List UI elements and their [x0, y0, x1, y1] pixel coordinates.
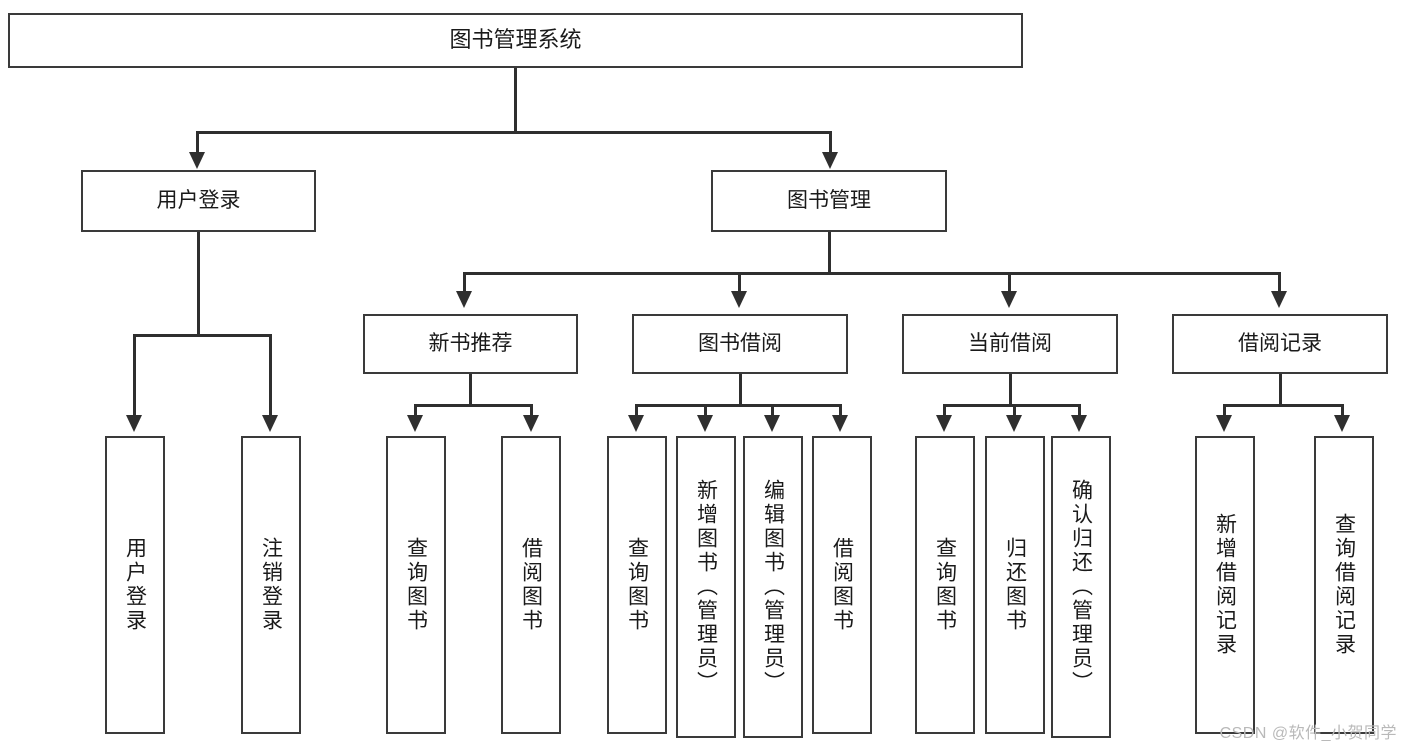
connector-borrow-record-child-1	[1223, 404, 1226, 418]
arrow-book-borrow-child-3	[764, 415, 780, 432]
connector-user-login-child-1	[133, 334, 136, 418]
leaf-book-borrow-3[interactable]: 编辑图书（管理员）	[743, 436, 803, 738]
node-new-book-recommend[interactable]: 新书推荐	[363, 314, 578, 374]
connector-new-book-split-bar	[414, 404, 532, 407]
node-label: 新书推荐	[428, 331, 513, 355]
connector-root-to-user-login	[196, 131, 199, 155]
connector-user-login-stem	[197, 232, 200, 337]
connector-new-book-stem	[469, 374, 472, 407]
connector-current-borrow-split-bar	[943, 404, 1081, 407]
leaf-user-login-2[interactable]: 注销登录	[241, 436, 301, 734]
arrow-current-borrow-child-2	[1006, 415, 1022, 432]
node-label: 编辑图书（管理员）	[761, 479, 785, 695]
leaf-user-login-1[interactable]: 用户登录	[105, 436, 165, 734]
node-label: 借阅记录	[1238, 331, 1322, 355]
leaf-current-borrow-1[interactable]: 查询图书	[915, 436, 975, 734]
arrow-borrow-record-child-2	[1334, 415, 1350, 432]
arrow-root-to-user-login	[189, 152, 205, 169]
node-label: 查询图书	[933, 537, 957, 633]
connector-borrow-record-child-2	[1341, 404, 1344, 418]
leaf-book-borrow-4[interactable]: 借阅图书	[812, 436, 872, 734]
arrow-current-borrow-child-1	[936, 415, 952, 432]
connector-new-book-child-2	[530, 404, 533, 418]
leaf-book-borrow-2[interactable]: 新增图书（管理员）	[676, 436, 736, 738]
connector-root-stem	[514, 68, 517, 133]
connector-user-login-split-bar	[133, 334, 271, 337]
connector-current-borrow-child-1	[943, 404, 946, 418]
connector-bm-to-new-book	[463, 272, 466, 294]
connector-book-borrow-child-1	[635, 404, 638, 418]
connector-bm-to-current-borrow	[1008, 272, 1011, 294]
node-label: 查询借阅记录	[1332, 513, 1356, 657]
connector-borrow-record-stem	[1279, 374, 1282, 407]
connector-book-borrow-child-3	[771, 404, 774, 418]
node-label: 注销登录	[259, 537, 283, 633]
arrow-bm-to-borrow-record	[1271, 291, 1287, 308]
leaf-current-borrow-3[interactable]: 确认归还（管理员）	[1051, 436, 1111, 738]
node-label: 图书借阅	[698, 331, 782, 355]
connector-book-borrow-child-4	[839, 404, 842, 418]
arrow-bm-to-current-borrow	[1001, 291, 1017, 308]
node-label: 查询图书	[404, 537, 428, 633]
arrow-book-borrow-child-4	[832, 415, 848, 432]
node-label: 图书管理	[787, 188, 871, 212]
node-book-management[interactable]: 图书管理	[711, 170, 947, 232]
csdn-watermark: CSDN @软件_小贺同学	[1219, 725, 1397, 742]
node-label: 当前借阅	[968, 331, 1052, 355]
node-label: 新增图书（管理员）	[694, 479, 718, 695]
arrow-bm-to-new-book	[456, 291, 472, 308]
arrow-user-login-child-1	[126, 415, 142, 432]
node-borrow-record[interactable]: 借阅记录	[1172, 314, 1388, 374]
node-label: 借阅图书	[519, 537, 543, 633]
arrow-user-login-child-2	[262, 415, 278, 432]
node-label: 用户登录	[123, 537, 147, 633]
node-label: 查询图书	[625, 537, 649, 633]
leaf-current-borrow-2[interactable]: 归还图书	[985, 436, 1045, 734]
node-label: 确认归还（管理员）	[1069, 479, 1093, 695]
leaf-book-borrow-1[interactable]: 查询图书	[607, 436, 667, 734]
node-label: 新增借阅记录	[1213, 513, 1237, 657]
connector-user-login-child-2	[269, 334, 272, 418]
arrow-book-borrow-child-1	[628, 415, 644, 432]
node-current-borrow[interactable]: 当前借阅	[902, 314, 1118, 374]
connector-book-management-stem	[828, 232, 831, 275]
connector-current-borrow-child-3	[1078, 404, 1081, 418]
arrow-new-book-child-1	[407, 415, 423, 432]
connector-root-split-bar	[196, 131, 832, 134]
connector-bm-to-borrow-record	[1278, 272, 1281, 294]
node-label: 归还图书	[1003, 537, 1027, 633]
arrow-new-book-child-2	[523, 415, 539, 432]
connector-current-borrow-child-2	[1013, 404, 1016, 418]
node-root-book-management-system[interactable]: 图书管理系统	[8, 13, 1023, 68]
leaf-new-book-recommend-2[interactable]: 借阅图书	[501, 436, 561, 734]
connector-root-to-book-management	[829, 131, 832, 155]
connector-book-borrow-stem	[739, 374, 742, 407]
arrow-borrow-record-child-1	[1216, 415, 1232, 432]
connector-borrow-record-split-bar	[1223, 404, 1343, 407]
leaf-borrow-record-1[interactable]: 新增借阅记录	[1195, 436, 1255, 734]
node-label: 图书管理系统	[449, 27, 582, 53]
arrow-root-to-book-management	[822, 152, 838, 169]
node-label: 用户登录	[156, 188, 241, 212]
connector-book-borrow-split-bar	[635, 404, 841, 407]
connector-current-borrow-stem	[1009, 374, 1012, 407]
connector-bm-to-book-borrow	[738, 272, 741, 294]
arrow-current-borrow-child-3	[1071, 415, 1087, 432]
node-label: 借阅图书	[830, 537, 854, 633]
arrow-book-borrow-child-2	[697, 415, 713, 432]
leaf-borrow-record-2[interactable]: 查询借阅记录	[1314, 436, 1374, 734]
arrow-bm-to-book-borrow	[731, 291, 747, 308]
node-book-borrow[interactable]: 图书借阅	[632, 314, 848, 374]
node-user-login[interactable]: 用户登录	[81, 170, 316, 232]
connector-book-borrow-child-2	[704, 404, 707, 418]
leaf-new-book-recommend-1[interactable]: 查询图书	[386, 436, 446, 734]
connector-book-management-split-bar	[463, 272, 1281, 275]
connector-new-book-child-1	[414, 404, 417, 418]
